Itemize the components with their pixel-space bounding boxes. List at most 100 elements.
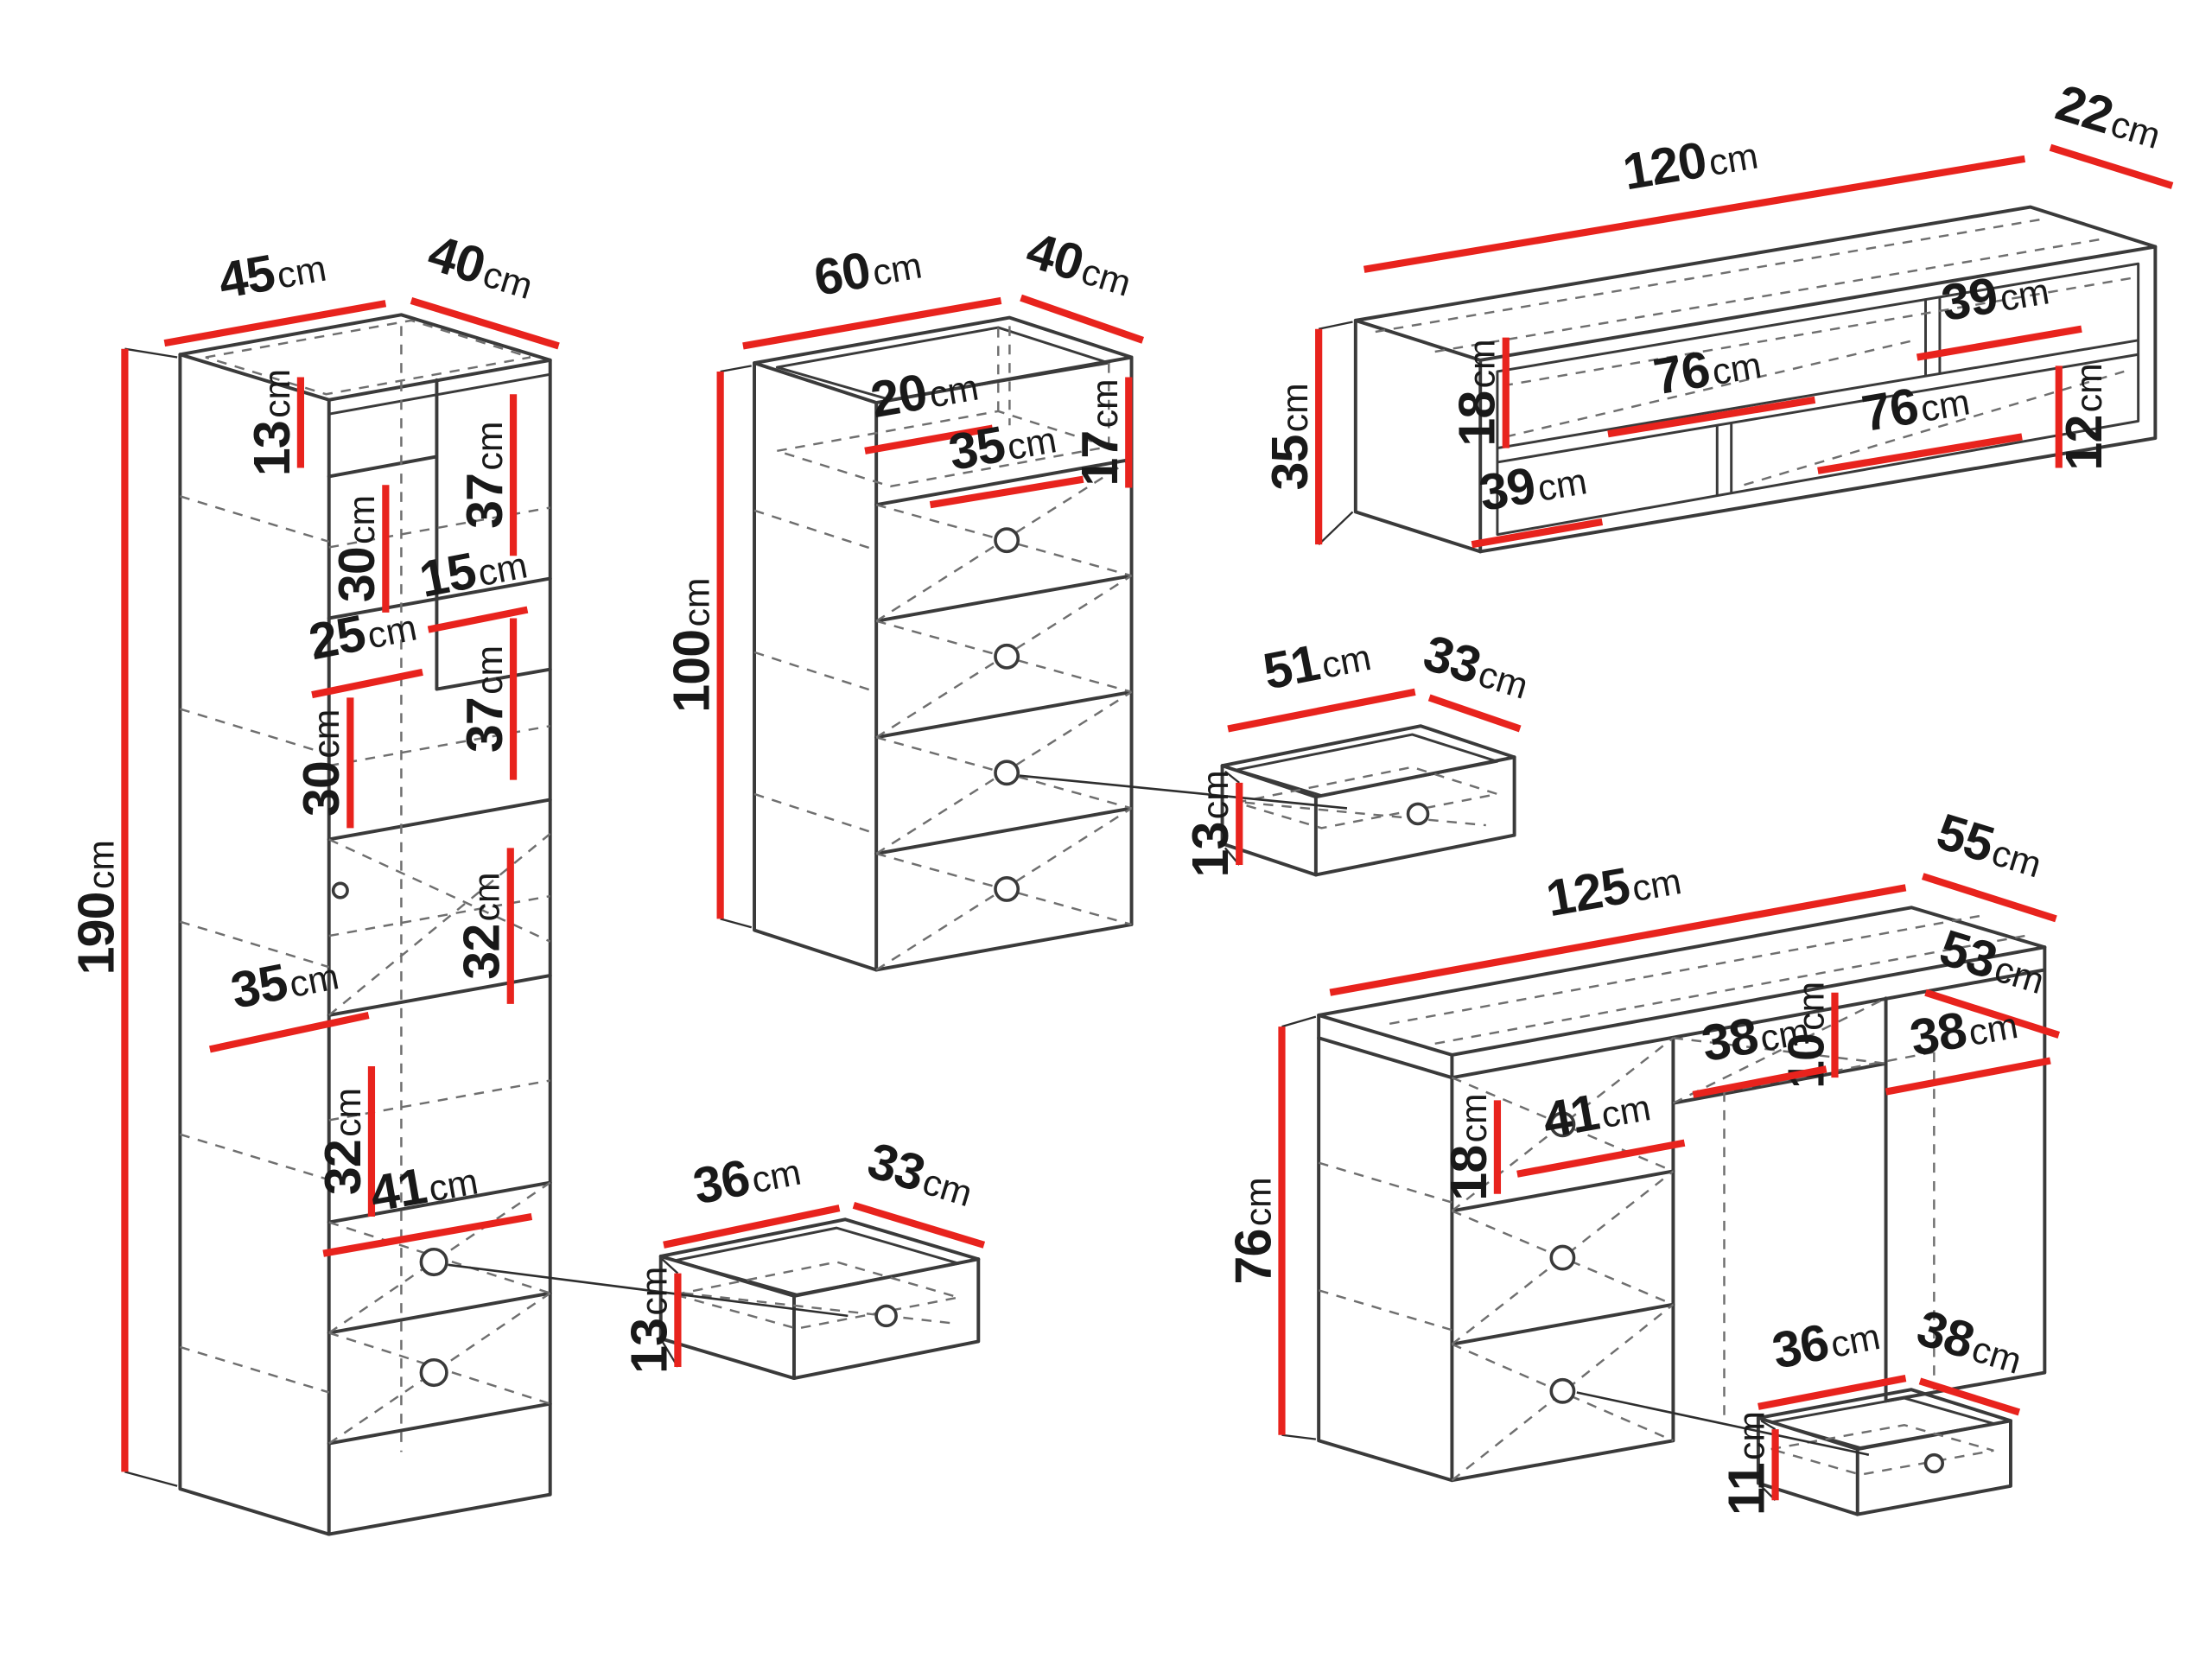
dimension-label: 35cm (944, 406, 1060, 481)
dimension-label: 190cm (67, 840, 124, 975)
drawer-inner-rim (1235, 733, 1499, 798)
drawer-knob (419, 1357, 448, 1388)
dimension-label: 25cm (304, 594, 421, 671)
dimension-line (929, 475, 1084, 509)
dimension-line (1885, 1057, 2051, 1096)
dimension-label: 18cm (1440, 1093, 1497, 1200)
tall-bookcase (178, 313, 552, 1536)
dimension-label: 53cm (1934, 918, 2053, 1004)
dimension-line (1427, 694, 1522, 733)
dimension-line (311, 668, 423, 699)
chest-hidden-lines (753, 326, 1133, 971)
drawer-knob (1406, 802, 1430, 826)
dimension-label: 32cm (454, 872, 511, 979)
leader-bookcase-drawer (448, 1263, 849, 1318)
dimension-label: 20cm (867, 354, 982, 429)
desk-pullout-drawer (1756, 1388, 2012, 1516)
dimension-label: 40cm (422, 224, 541, 309)
dimension-label: 120cm (1619, 123, 1762, 201)
dimension-line (1924, 988, 2061, 1039)
drawer-near-edges (1756, 1416, 2012, 1516)
dimension-label: 37cm (456, 645, 513, 753)
dimension-label: 45cm (214, 235, 330, 310)
drawer-outline (658, 1217, 981, 1381)
chest-outline (753, 315, 1134, 972)
dimension-label: 35cm (226, 943, 343, 1019)
dimension-label: 15cm (415, 532, 531, 608)
dimension-label: 125cm (1542, 848, 1685, 927)
dimension-label: 30cm (293, 709, 350, 817)
dimension-label: 13cm (620, 1267, 677, 1374)
dimension-line (1817, 433, 2023, 474)
dimension-label: 38cm (1906, 992, 2022, 1067)
dimension-label: 36cm (1768, 1303, 1885, 1379)
drawer-knob (1923, 1452, 1945, 1474)
dimension-line (1020, 294, 1145, 344)
dimension-line (1758, 1375, 1907, 1410)
dimension-line (1918, 1377, 2021, 1416)
dimension-label: 11cm (1718, 1411, 1775, 1516)
drawer-hidden-lines (674, 1261, 959, 1330)
dimension-line (2049, 143, 2174, 189)
dimension-label: 41cm (366, 1148, 482, 1224)
drawer-knob (874, 1304, 898, 1328)
shelf-hidden-lines (1375, 217, 2133, 486)
drawer-knob (994, 875, 1020, 902)
dimension-line (163, 300, 387, 347)
dimension-line (1363, 155, 2026, 273)
drawer-knob (994, 527, 1020, 554)
drawer-knob (994, 760, 1020, 786)
drawer-outline (1220, 724, 1516, 877)
leader-desk-drawer (1576, 1391, 1870, 1456)
dimension-label: 38cm (1698, 998, 1814, 1073)
dimension-line (1471, 518, 1604, 549)
dimension-label: 22cm (2050, 73, 2169, 159)
dimension-line (742, 296, 1002, 350)
dimension-label: 30cm (328, 495, 385, 602)
dimension-line (1921, 873, 2057, 923)
shelf-near-edges (1353, 245, 2158, 554)
drawer-knob (1549, 1377, 1576, 1404)
dimension-label: 41cm (1539, 1074, 1655, 1149)
dimension-label: 39cm (1475, 448, 1590, 522)
door-knob (331, 881, 349, 899)
chest-of-drawers (753, 315, 1134, 972)
dimension-line (1329, 884, 1907, 996)
drawer-knob (419, 1247, 448, 1277)
dimension-label: 37cm (456, 422, 513, 529)
drawer-knob (994, 643, 1020, 670)
dimension-label: 18cm (1449, 339, 1506, 446)
dimension-label: 40cm (1020, 221, 1140, 307)
drawer-knob (1549, 1244, 1576, 1271)
dimension-label: 13cm (244, 369, 301, 476)
pullout-drawer-wide (1220, 724, 1516, 877)
dimension-label: 51cm (1259, 624, 1376, 700)
dimension-line (1607, 396, 1816, 438)
dimension-label: 35cm (1262, 383, 1319, 490)
dimension-line (852, 1201, 986, 1249)
shelf-outline (1353, 205, 2158, 554)
dimension-extension-lines (124, 321, 1777, 1502)
drawer-outline (1756, 1388, 2012, 1516)
dimension-line (322, 1212, 533, 1257)
dimension-line (1516, 1139, 1686, 1178)
dimension-label: 76cm (1224, 1177, 1281, 1284)
drawer-hidden-lines (1770, 1423, 1994, 1476)
dimension-label: 32cm (315, 1088, 372, 1195)
dimension-line (1227, 688, 1416, 733)
dimension-line (1692, 1065, 1827, 1098)
dimension-label: 76cm (1649, 332, 1764, 406)
desk-left-pedestal (1317, 1014, 1675, 1483)
bookcase-shelves (327, 378, 552, 1446)
dimension-line (427, 606, 529, 633)
wall-shelf (1353, 205, 2158, 554)
bookcase-top-rim (328, 372, 550, 416)
dimension-line (209, 1011, 370, 1053)
dimension-line (663, 1205, 841, 1249)
bookcase-outline (178, 313, 552, 1536)
dimension-label: 12cm (2056, 363, 2113, 470)
dimension-label: 38cm (1910, 1299, 2030, 1384)
